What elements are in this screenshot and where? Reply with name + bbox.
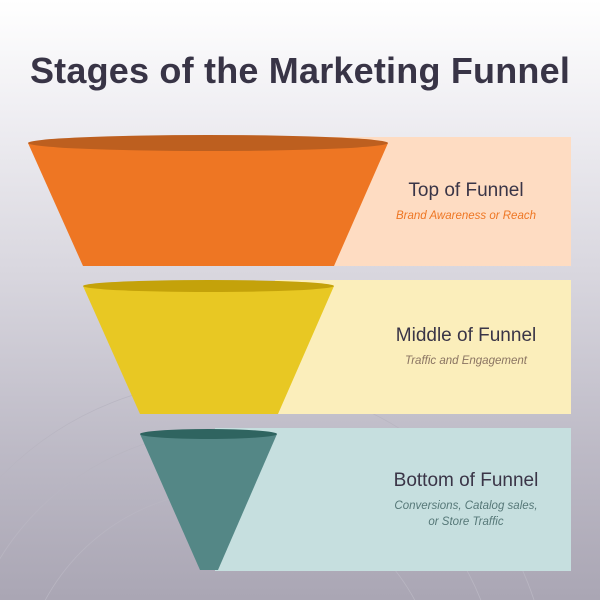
- band-bottom: [215, 428, 571, 571]
- stage-description-middle: Traffic and Engagement: [405, 355, 527, 367]
- stage-name-middle: Middle of Funnel: [395, 325, 537, 346]
- stage-label-middle: Middle of Funnel Traffic and Engagement: [366, 325, 566, 369]
- stage-label-top: Top of Funnel Brand Awareness or Reach: [366, 180, 566, 224]
- stage-label-bottom: Bottom of Funnel Conversions, Catalog sa…: [366, 470, 566, 530]
- stage-name-bottom: Bottom of Funnel: [393, 470, 539, 491]
- stage-description-bottom: Conversions, Catalog sales, or Store Tra…: [366, 498, 566, 530]
- stage-description-bottom-line1: Conversions, Catalog sales,: [394, 500, 538, 512]
- page-title: Stages of the Marketing Funnel: [29, 50, 571, 91]
- stage-description-top: Brand Awareness or Reach: [396, 210, 536, 222]
- funnel-segment-middle: [83, 280, 334, 414]
- funnel-segment-bottom: [140, 429, 277, 570]
- stage-description-bottom-line2: or Store Traffic: [428, 516, 504, 528]
- stage-name-top: Top of Funnel: [408, 180, 524, 201]
- funnel-segment-top: [28, 135, 388, 266]
